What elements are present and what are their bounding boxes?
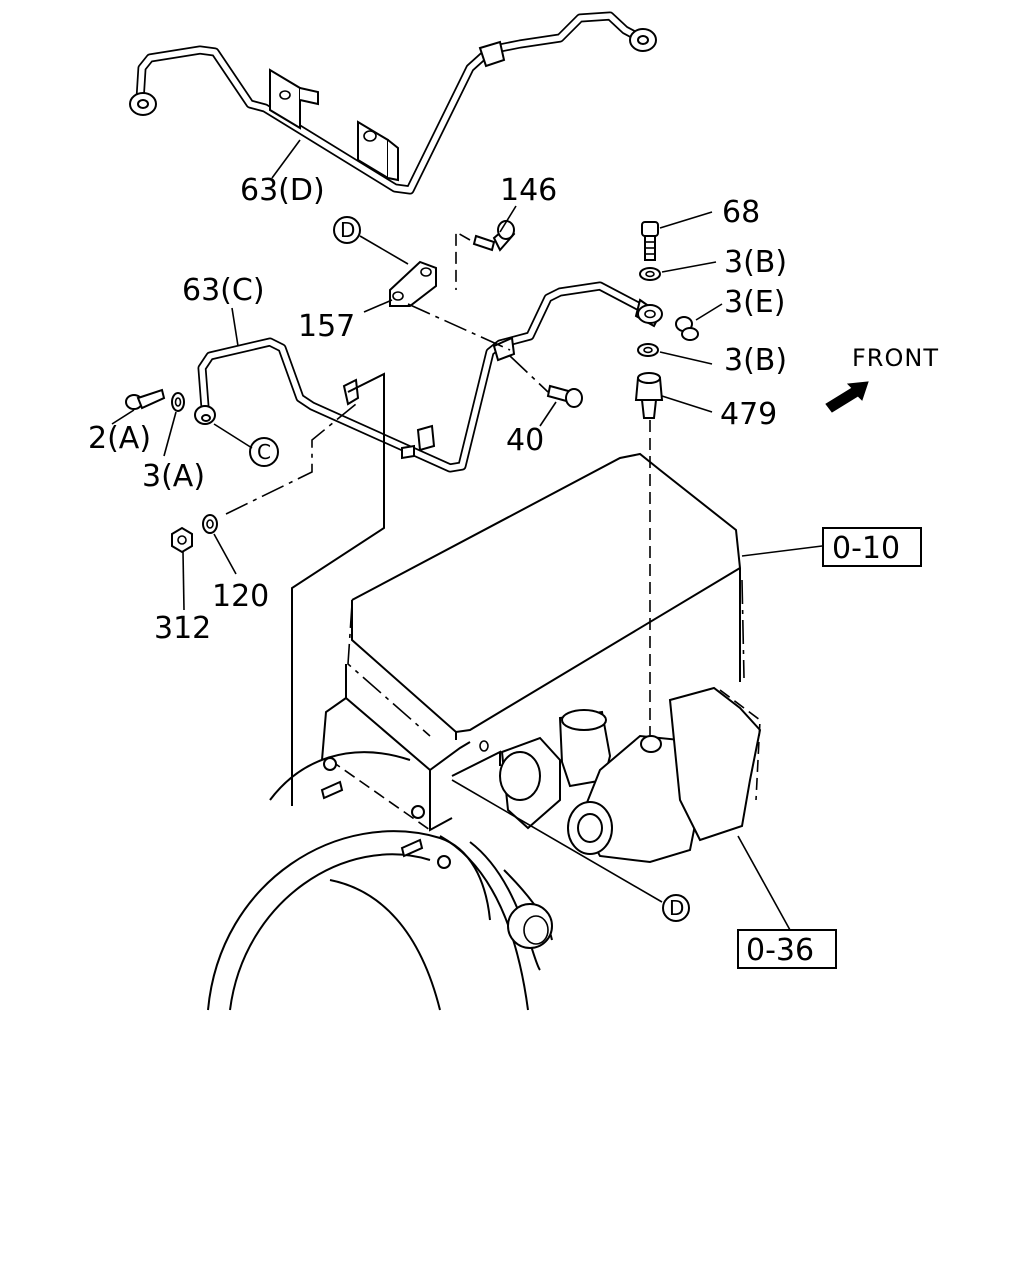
washer-3a[interactable] [171,392,185,412]
engine-head-cover [321,452,745,832]
ref-c: C [249,437,279,467]
callout-157: 157 [298,309,355,344]
leader-312 [182,551,185,611]
washer-3b-top[interactable] [639,267,661,281]
leader-157 [363,299,393,313]
washer-3e[interactable] [675,316,699,341]
bolt-2a[interactable] [125,388,166,410]
leader-479 [661,395,713,413]
callout-3e: 3(E) [724,285,785,320]
svg-text:0-10: 0-10 [832,531,900,566]
callout-63c: 63(C) [182,273,265,308]
leader-120 [213,533,237,575]
callout-3b-top: 3(B) [724,245,787,280]
washer-120[interactable] [202,514,218,534]
ref-d-top: D [333,216,361,244]
bolt-40[interactable] [546,384,583,408]
svg-text:0-36: 0-36 [746,933,814,968]
callout-68: 68 [722,195,760,230]
callout-63d: 63(D) [240,173,325,208]
leader-68 [659,211,713,229]
nut-312[interactable] [171,526,193,554]
leader-3b-bottom [659,351,713,365]
svg-text:D: D [340,218,355,242]
leader-63d [271,139,301,179]
callout-120: 120 [212,579,269,614]
ref-d-bottom: D [662,894,690,922]
callout-3a: 3(A) [142,459,205,494]
front-label: FRONT [852,344,939,372]
callout-2a: 2(A) [88,421,151,456]
bolt-68[interactable] [641,221,659,261]
phantom-146 [455,230,471,290]
leader-3b-top [661,261,717,273]
callout-3b-bottom: 3(B) [724,343,787,378]
eye-fitting[interactable] [637,304,663,324]
washer-3b-bottom[interactable] [637,343,659,357]
leader-40 [539,401,557,427]
leader-2a [111,409,135,425]
leader-3a [163,411,177,457]
svg-text:D: D [669,896,684,920]
leader-3e [695,303,723,321]
adapter-479[interactable] [634,372,664,419]
ref-box-0-36[interactable]: 0-36 [737,929,837,969]
ref-box-0-10[interactable]: 0-10 [822,527,922,567]
callout-40: 40 [506,423,544,458]
leader-146 [499,205,517,233]
svg-text:C: C [257,440,271,464]
callout-479: 479 [720,397,777,432]
leader-63c [231,307,239,347]
callout-146: 146 [500,173,557,208]
bolt-146[interactable] [472,220,516,252]
flywheel-housing [207,751,553,1011]
pipe-63d[interactable] [129,11,657,195]
callout-312: 312 [154,611,211,646]
turbo-assembly [499,686,762,864]
front-arrow-icon [825,381,869,413]
clip-157[interactable] [389,260,437,307]
